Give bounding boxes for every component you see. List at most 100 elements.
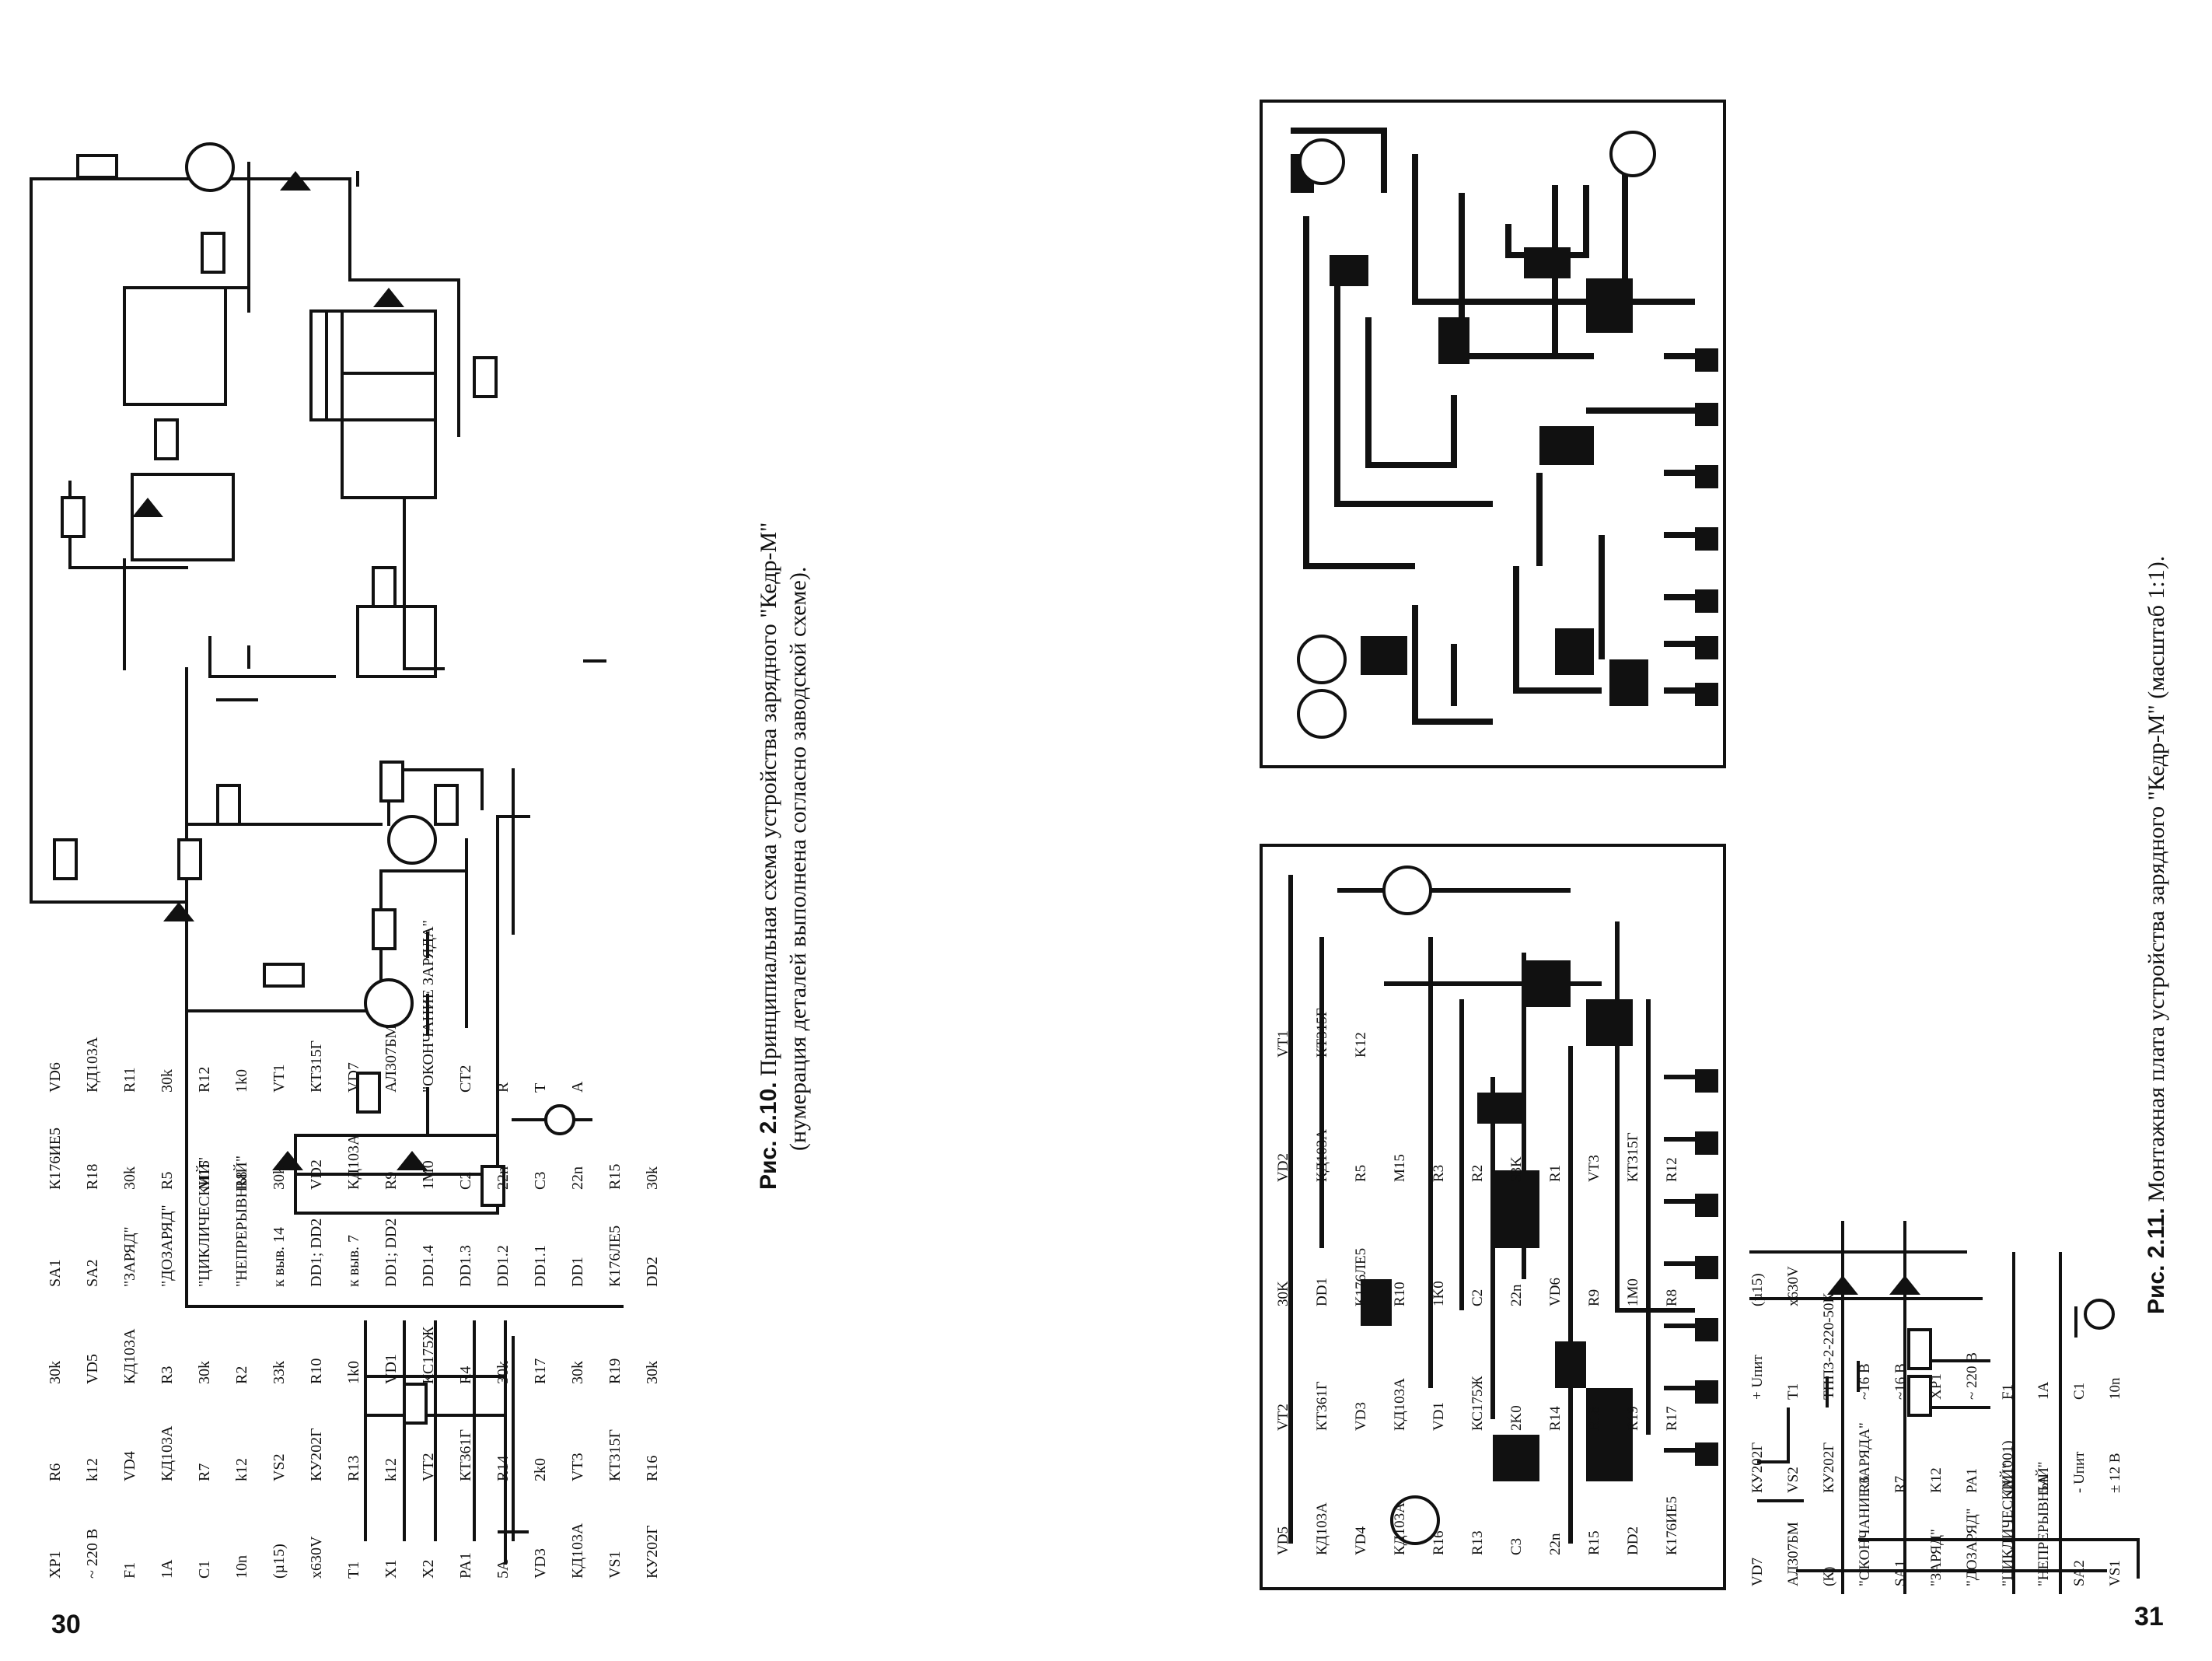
schematic-label: R12	[196, 1066, 213, 1093]
output-stage-label: K12	[1928, 1467, 1945, 1493]
schematic-label: 30k	[494, 1361, 512, 1384]
schematic-label: КД103А	[84, 1037, 101, 1093]
output-stage-label: "ЗАРЯД"	[1928, 1529, 1945, 1586]
output-stage-label: АЛ307БМ	[1785, 1522, 1801, 1586]
schematic-label: VD2	[308, 1159, 325, 1190]
schematic-label: XP1	[47, 1551, 64, 1579]
schematic-label: R4	[457, 1366, 474, 1384]
schematic-label: К176ЛЕ5	[606, 1225, 624, 1287]
schematic-label: 30k	[644, 1166, 661, 1190]
output-stage-label: SA1	[1892, 1560, 1909, 1586]
board-label: K12	[1353, 1032, 1369, 1058]
schematic-label: k12	[84, 1458, 101, 1481]
output-stage-label: VS1	[2107, 1560, 2123, 1586]
schematic-label: X2	[420, 1559, 437, 1579]
board-label: R13	[1469, 1530, 1486, 1555]
output-stage-label: SA2	[2071, 1560, 2088, 1586]
figure-2-10-number: Рис. 2.10.	[756, 1082, 781, 1190]
schematic-label: КД103А	[345, 1134, 362, 1190]
schematic-label: 30k	[121, 1166, 138, 1190]
pcb-component-side	[1260, 844, 1726, 1590]
board-label: M15	[1392, 1154, 1408, 1182]
schematic-label: DD1; DD2	[308, 1218, 325, 1287]
board-label: R14	[1547, 1406, 1564, 1431]
schematic-label: 2k0	[532, 1458, 549, 1481]
output-stage-label: ± 12 В	[2107, 1453, 2123, 1493]
schematic-label: КТ315Г	[606, 1428, 624, 1481]
board-label: 33K	[1508, 1156, 1525, 1182]
output-stage-label: 10n	[2107, 1377, 2123, 1400]
board-label: 2K0	[1508, 1405, 1525, 1431]
figure-2-10-caption-line2: (нумерация деталей выполнена согласно за…	[785, 566, 811, 1151]
schematic-label: КД103А	[569, 1523, 586, 1579]
schematic-label: R10	[308, 1358, 325, 1384]
schematic-label: R6	[47, 1463, 64, 1481]
schematic-label: 1k0	[345, 1361, 362, 1384]
board-label: R2	[1469, 1164, 1486, 1182]
output-stage-label: КУ202Г	[1749, 1442, 1766, 1493]
board-label: К176ЛЕ5	[1353, 1247, 1369, 1306]
board-label: R18	[1586, 1406, 1602, 1431]
schematic-label: КД103А	[121, 1328, 138, 1384]
output-stage-label: ~ 220 В	[1964, 1352, 1980, 1400]
output-stage-label: КУ202Г	[1821, 1442, 1837, 1493]
schematic-label: 22n	[494, 1166, 512, 1190]
schematic-label: T	[532, 1082, 549, 1093]
board-label: VT2	[1275, 1404, 1291, 1431]
output-stage-label: (К)	[1821, 1566, 1837, 1586]
schematic-label: SA2	[84, 1259, 101, 1287]
output-stage-label: 5A	[2036, 1474, 2052, 1493]
output-stage-label: R7	[1892, 1475, 1909, 1493]
schematic-label: x630V	[308, 1536, 325, 1579]
output-stage-label: VS2	[1785, 1467, 1801, 1493]
schematic-label: R11	[121, 1067, 138, 1093]
schematic-label: "ОКОНЧАНИЕ ЗАРЯДА"	[420, 920, 437, 1093]
output-stage-label: T1	[1785, 1383, 1801, 1400]
schematic-label: PA1	[457, 1552, 474, 1579]
output-stage-label: "ДОЗАРЯД"	[1964, 1508, 1980, 1586]
board-label: C3	[1508, 1537, 1525, 1555]
board-label: R5	[1353, 1164, 1369, 1182]
schematic-label: R17	[532, 1358, 549, 1384]
schematic-label: 30k	[47, 1361, 64, 1384]
schematic-label: 1M0	[420, 1160, 437, 1190]
output-stage-label: ТПП3-2-220-50К	[1821, 1292, 1837, 1400]
output-stage-label: VD7	[1749, 1558, 1766, 1586]
schematic-label: DD2	[644, 1257, 661, 1287]
schematic-label: 5A	[494, 1559, 512, 1579]
schematic-label: КТ315Г	[308, 1040, 325, 1093]
schematic-label: VD7	[345, 1062, 362, 1093]
output-stage-label: + Uпит	[1749, 1355, 1766, 1400]
output-stage-label: (µ15)	[1749, 1273, 1766, 1306]
schematic-label: "ЗАРЯД"	[121, 1226, 138, 1287]
schematic-label: КУ202Г	[308, 1428, 325, 1481]
schematic-label: VS1	[606, 1551, 624, 1579]
schematic-label: R2	[233, 1366, 250, 1384]
board-label: КТ315Г	[1625, 1132, 1641, 1182]
schematic-label: F1	[121, 1561, 138, 1579]
output-stage-label: XP1	[1928, 1373, 1945, 1400]
board-label: VD6	[1547, 1278, 1564, 1306]
figure-2-10-caption: Рис. 2.10. Принципиальная схема устройст…	[754, 523, 813, 1190]
schematic-label: 30k	[159, 1069, 176, 1093]
schematic-label: 30k	[569, 1361, 586, 1384]
schematic-label: M15	[196, 1160, 213, 1190]
board-label: КД103А	[1314, 1502, 1330, 1555]
board-label: R3	[1431, 1164, 1447, 1182]
board-label: R9	[1586, 1289, 1602, 1306]
output-stage-label: x630V	[1785, 1266, 1801, 1306]
schematic-label: VS2	[271, 1453, 288, 1481]
schematic-label: 30k	[644, 1361, 661, 1384]
schematic-label: DD1	[569, 1257, 586, 1287]
board-label: КД103А	[1392, 1502, 1408, 1555]
schematic-label: C1	[196, 1560, 213, 1579]
schematic-label: к выв. 7	[345, 1234, 362, 1287]
output-stage-label: PA1	[1964, 1467, 1980, 1493]
board-label: 1K0	[1431, 1281, 1447, 1306]
schematic-label: 30k	[271, 1166, 288, 1190]
schematic-label: 1A	[159, 1559, 176, 1579]
schematic-label: 22n	[569, 1166, 586, 1190]
board-label: VD2	[1275, 1153, 1291, 1182]
output-stage-label: C1	[2071, 1382, 2088, 1400]
